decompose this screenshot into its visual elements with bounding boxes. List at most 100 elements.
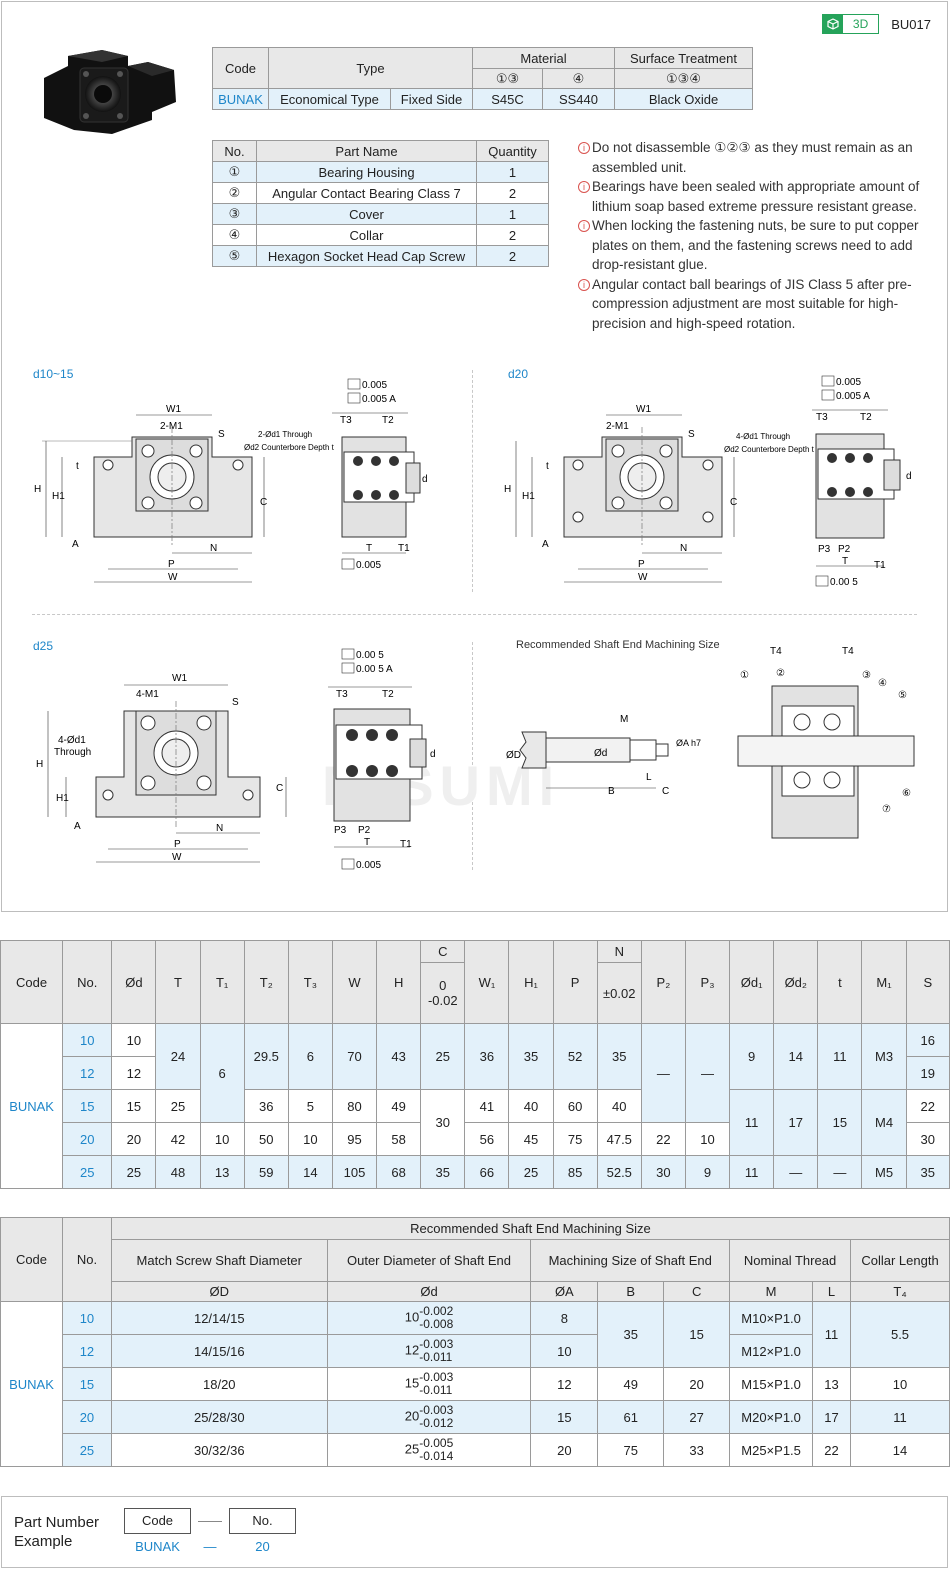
dim-header-d1: Ød₁ bbox=[729, 940, 775, 1024]
dim-d-label: d bbox=[430, 749, 436, 760]
dim-cell: 14 bbox=[773, 1023, 819, 1090]
parts-name: Cover bbox=[256, 203, 477, 225]
dim-T-label: T bbox=[366, 543, 372, 554]
dim-header-N-tol: ±0.02 bbox=[596, 962, 642, 1024]
dim-W1-label: W1 bbox=[166, 404, 181, 415]
shaft-sub-B: B bbox=[597, 1281, 665, 1302]
dim-header-S: S bbox=[905, 940, 950, 1024]
shaft-cell: 18/20 bbox=[110, 1367, 328, 1401]
shaft-cell: M15×P1.0 bbox=[729, 1367, 814, 1401]
dim-header-T3: T₃ bbox=[287, 940, 333, 1024]
shaft-no-link[interactable]: 20 bbox=[61, 1400, 112, 1434]
dim-T1-label: T1 bbox=[874, 560, 886, 571]
part-number-example: Part Number Example Code No. BUNAK — 20 bbox=[1, 1496, 948, 1568]
dim-cell: 17 bbox=[773, 1089, 819, 1156]
dim-cell: 68 bbox=[376, 1155, 422, 1189]
spec-code-link[interactable]: BUNAK bbox=[212, 88, 269, 110]
dim-header-code: Code bbox=[0, 940, 64, 1024]
parts-qty: 1 bbox=[476, 161, 549, 183]
product-panel: 3D BU017 Code Type Material Surface Trea… bbox=[1, 1, 948, 912]
parts-header-qty: Quantity bbox=[476, 140, 549, 162]
dim-cell: M5 bbox=[861, 1155, 907, 1189]
tol-flat-bottom: 0.00 5 bbox=[830, 577, 858, 588]
shaft-header-code: Code bbox=[0, 1217, 63, 1302]
dim-S-label: S bbox=[218, 429, 225, 440]
dim-no-link[interactable]: 12 bbox=[62, 1056, 113, 1090]
drawing-d20-front: H H1 t W P N W1 2-M1 S C 4-Ød1 Through Ø… bbox=[504, 404, 815, 583]
dim-code-link[interactable]: BUNAK bbox=[0, 1023, 64, 1189]
shaft-no-link[interactable]: 12 bbox=[61, 1334, 112, 1368]
dim-cell: 25 bbox=[420, 1023, 466, 1090]
dim-C-label: C bbox=[730, 497, 737, 508]
dim-no-link[interactable]: 10 bbox=[62, 1023, 113, 1057]
dim-M-label: M bbox=[620, 714, 628, 725]
pn-code-value[interactable]: BUNAK bbox=[135, 1539, 180, 1554]
dim-H1-label: H1 bbox=[52, 491, 65, 502]
dim-H-label: H bbox=[36, 759, 43, 770]
dim-T3-label: T3 bbox=[340, 415, 352, 426]
dim-t-label: t bbox=[76, 461, 79, 472]
shaft-no-link[interactable]: 25 bbox=[61, 1433, 112, 1467]
hole-note-2: Ød2 Counterbore Depth t bbox=[724, 445, 815, 454]
dim-cell: 35 bbox=[905, 1155, 950, 1189]
dim-T-label: T bbox=[842, 556, 848, 567]
shaft-no-link[interactable]: 10 bbox=[61, 1301, 112, 1335]
dim-no-link[interactable]: 15 bbox=[62, 1089, 113, 1123]
parts-no: ① bbox=[212, 161, 257, 183]
dim-C-label: C bbox=[260, 497, 267, 508]
dim-T3-label: T3 bbox=[816, 412, 828, 423]
shaft-code-link[interactable]: BUNAK bbox=[0, 1301, 63, 1467]
dim-cell: 9 bbox=[729, 1023, 775, 1090]
dim-header-no: No. bbox=[62, 940, 113, 1024]
spec-header-mat-sub1: ①③ bbox=[472, 68, 543, 89]
shaft-cell: 30/32/36 bbox=[110, 1433, 328, 1467]
shaft-end-table: Code No. Recommended Shaft End Machining… bbox=[0, 1217, 950, 1467]
spec-header-type: Type bbox=[268, 47, 473, 89]
dim-header-t: t bbox=[817, 940, 863, 1024]
shaft-no-link[interactable]: 15 bbox=[61, 1367, 112, 1401]
dim-cell: 70 bbox=[331, 1023, 378, 1090]
dim-N-label: N bbox=[680, 543, 687, 554]
shaft-sub-M: M bbox=[729, 1281, 814, 1302]
shaft-header-match: Match Screw Shaft Diameter bbox=[110, 1239, 328, 1282]
pn-no-value[interactable]: 20 bbox=[255, 1539, 270, 1554]
parts-no: ③ bbox=[212, 203, 257, 225]
dim-H1-label: H1 bbox=[56, 793, 69, 804]
dim-cell: M4 bbox=[861, 1089, 907, 1156]
dim-header-N: N bbox=[596, 940, 642, 963]
dim-cell: — bbox=[684, 1023, 731, 1123]
dim-cell: 36 bbox=[464, 1023, 510, 1090]
dim-T2-label: T2 bbox=[382, 415, 394, 426]
dim-cell: 45 bbox=[508, 1122, 554, 1156]
tol-perp: 0.005 A bbox=[362, 394, 396, 405]
dim-header-d2: Ød₂ bbox=[773, 940, 819, 1024]
dim-no-link[interactable]: 20 bbox=[62, 1122, 113, 1156]
dim-cell: 22 bbox=[905, 1089, 950, 1123]
shaft-cell: 10 bbox=[850, 1367, 950, 1401]
3d-model-button[interactable]: 3D bbox=[821, 14, 880, 34]
datum-A: A bbox=[74, 821, 81, 832]
dim-T4-label: T4 bbox=[770, 646, 782, 657]
drawing-label-d10-15: d10~15 bbox=[33, 367, 74, 381]
dim-S-label: S bbox=[688, 429, 695, 440]
dim-W-label: W bbox=[638, 572, 648, 583]
dim-no-link[interactable]: 25 bbox=[62, 1155, 113, 1189]
dim-C-label: C bbox=[276, 783, 283, 794]
dim-cell: 11 bbox=[729, 1089, 775, 1156]
callout-3: ③ bbox=[862, 670, 871, 681]
shaft-header-collar: Collar Length bbox=[850, 1239, 950, 1282]
dim-P3-label: P3 bbox=[334, 825, 347, 836]
vertical-divider bbox=[472, 370, 473, 592]
shaft-cell: 12 bbox=[530, 1367, 599, 1401]
dim-cell: 50 bbox=[243, 1122, 289, 1156]
shaft-cell: 17 bbox=[812, 1400, 852, 1434]
parts-no: ④ bbox=[212, 224, 257, 246]
m-label: 2-M1 bbox=[606, 421, 629, 432]
shaft-cell: 13 bbox=[812, 1367, 852, 1401]
drawing-d25-front: H H1 4-Ød1 Through W P N W1 4-M1 S C A bbox=[36, 673, 287, 863]
drawing-shaft-end: ØD Ød M ØA h7 B L C bbox=[506, 714, 701, 797]
